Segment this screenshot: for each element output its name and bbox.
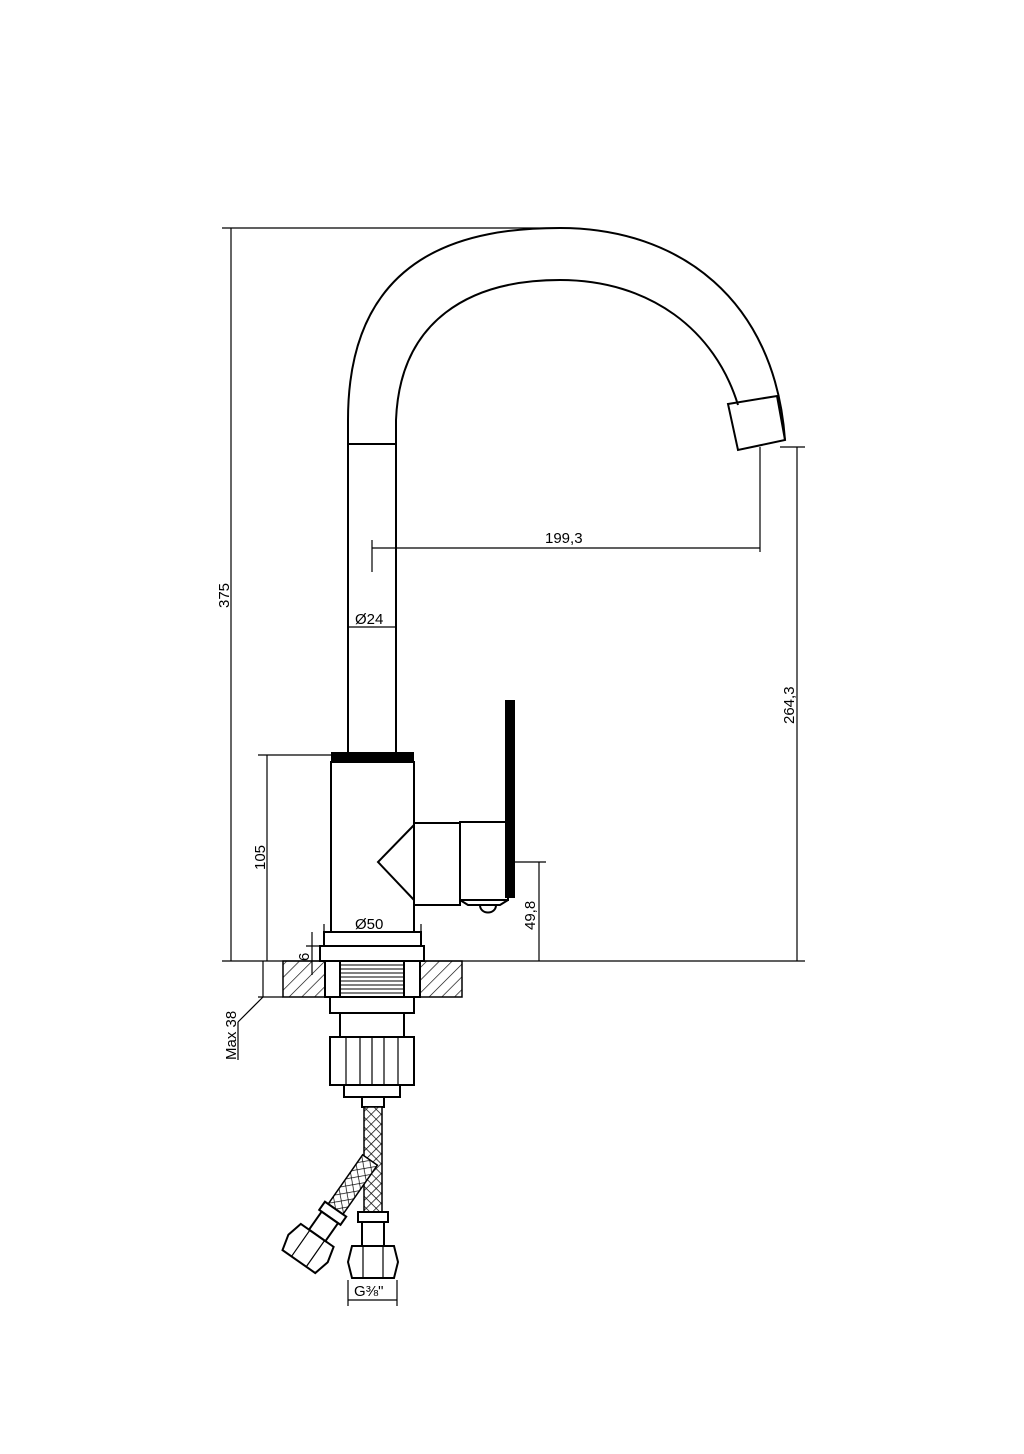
faucet-outline (319, 226, 787, 962)
dim-flange-thickness: 6 (296, 953, 313, 961)
faucet-body (330, 761, 415, 933)
dim-spout-reach: 199,3 (545, 530, 583, 547)
dim-total-height: 375 (216, 583, 233, 608)
dim-spout-height: 264,3 (781, 686, 798, 724)
dim-max-counter: Max 38 (223, 1011, 240, 1060)
hoses (281, 1096, 400, 1279)
dim-body-height: 105 (252, 845, 269, 870)
body-ring (331, 752, 414, 762)
spout-inner (395, 278, 739, 444)
spout-tip (726, 394, 787, 452)
dimension-lines (222, 227, 805, 1306)
lever (505, 700, 515, 898)
dim-handle-height: 49,8 (522, 901, 539, 930)
spout-outer (347, 226, 786, 444)
counter-section (282, 960, 463, 1098)
dim-hose-thread: G⅜" (354, 1283, 384, 1300)
dim-body-diameter: Ø50 (355, 916, 383, 933)
dim-tube-diameter: Ø24 (355, 611, 383, 628)
